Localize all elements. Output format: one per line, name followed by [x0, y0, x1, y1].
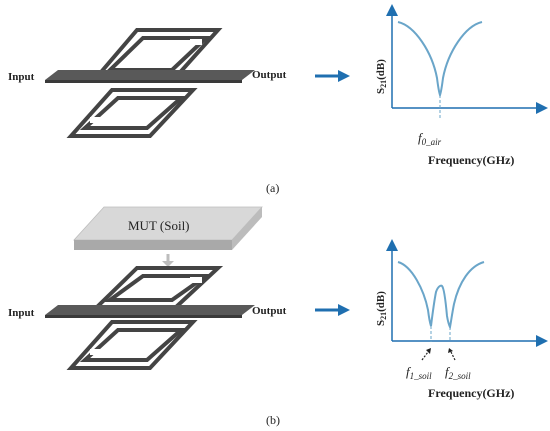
top-resonator-b — [91, 266, 224, 310]
y-axis-label-a: S21(dB) — [375, 59, 388, 94]
plot-a: S21(dB) f0_air Frequency(GHz) — [375, 4, 548, 167]
bottom-resonator-a — [66, 88, 198, 138]
bottom-resonator-b — [66, 320, 198, 370]
transmission-line-b — [45, 305, 255, 318]
caption-a: (a) — [266, 181, 279, 195]
freq2-label-b: f2_soil — [445, 364, 471, 381]
output-label-b: Output — [252, 305, 287, 317]
freq-label-a: f0_air — [418, 130, 442, 147]
freq-pointer-arrows — [421, 348, 456, 361]
output-label-a: Output — [252, 69, 287, 81]
plot-b: S21(dB) f1_soil f2_soil Frequency(GHz) — [375, 239, 548, 400]
x-axis-label-a: Frequency(GHz) — [428, 153, 514, 167]
mut-label: MUT (Soil) — [128, 218, 190, 233]
arrow-a — [315, 70, 350, 82]
s21-curve-a — [397, 21, 483, 99]
input-label-a: Input — [8, 71, 35, 83]
panel-b: MUT (Soil) Input Output — [8, 206, 548, 427]
y-axis-label-b: S21(dB) — [375, 291, 388, 326]
input-label-b: Input — [8, 307, 35, 319]
caption-b: (b) — [266, 413, 280, 427]
panel-a: Input Output S21(dB) f0_air Frequency(GH… — [8, 4, 548, 195]
transmission-line-a — [45, 70, 255, 83]
freq1-label-b: f1_soil — [406, 364, 432, 381]
s21-curve-b — [397, 261, 485, 331]
mut-down-arrow — [162, 254, 174, 267]
x-axis-label-b: Frequency(GHz) — [428, 386, 514, 400]
mut-slab: MUT (Soil) — [73, 206, 263, 250]
arrow-b — [315, 304, 350, 316]
